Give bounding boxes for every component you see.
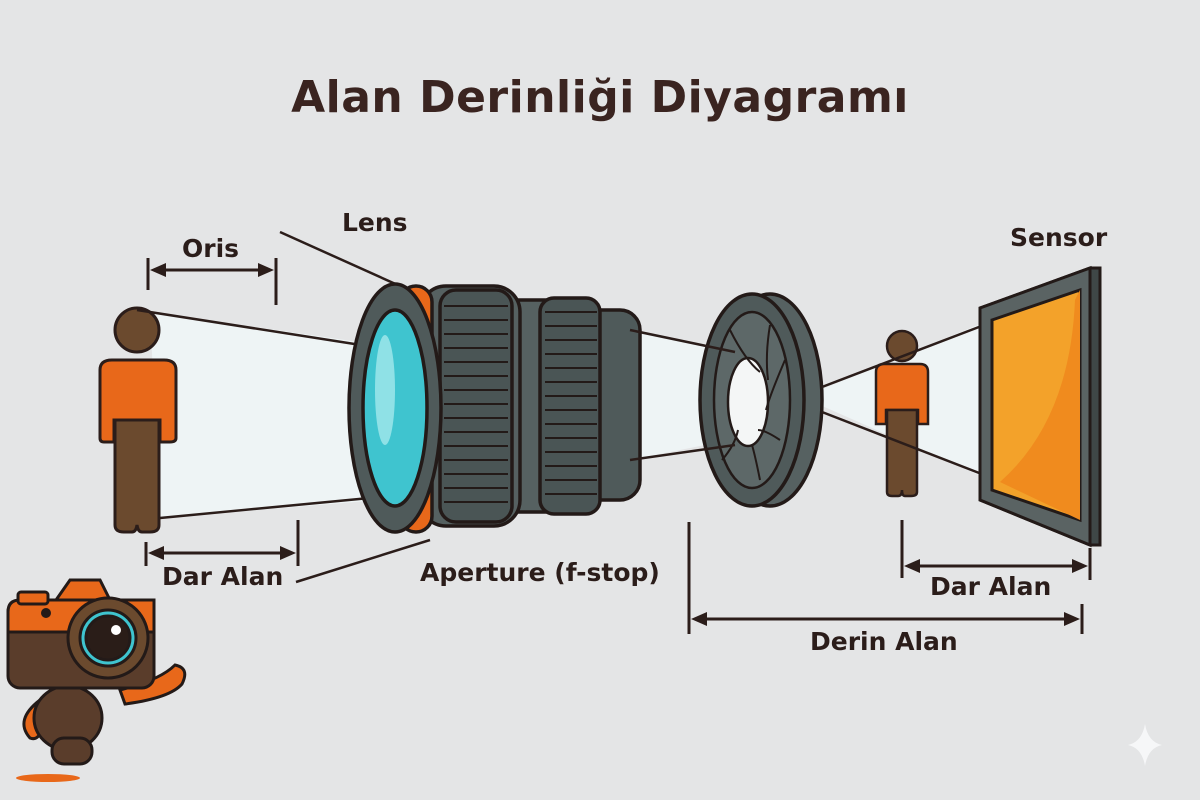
dar-alan-left-dimension — [144, 520, 300, 566]
aperture-label: Aperture (f-stop) — [420, 558, 660, 587]
lens-pointer-line — [279, 230, 401, 288]
person-near-icon — [98, 306, 178, 534]
dar-alan-right-dimension — [900, 520, 1092, 580]
sensor-label: Sensor — [1010, 223, 1108, 252]
oris-dimension — [146, 258, 278, 305]
oris-label: Oris — [182, 234, 240, 263]
person-far-icon — [874, 329, 930, 498]
derin-alan-dimension — [687, 522, 1084, 634]
camera-lens-icon — [347, 282, 642, 534]
image-sensor-icon — [978, 265, 1102, 548]
aperture-pointer-line — [295, 538, 431, 584]
aperture-diaphragm-icon — [698, 292, 824, 508]
camera-mascot-icon — [6, 578, 187, 782]
lens-label: Lens — [342, 208, 408, 237]
dar-alan-left-label: Dar Alan — [162, 562, 284, 591]
dar-alan-right-label: Dar Alan — [930, 572, 1052, 601]
light-cone-left — [150, 312, 380, 518]
page-title: Alan Derinliği Diyagramı — [291, 72, 909, 123]
sparkle-icon — [1128, 724, 1162, 766]
derin-alan-label: Derin Alan — [810, 627, 958, 656]
